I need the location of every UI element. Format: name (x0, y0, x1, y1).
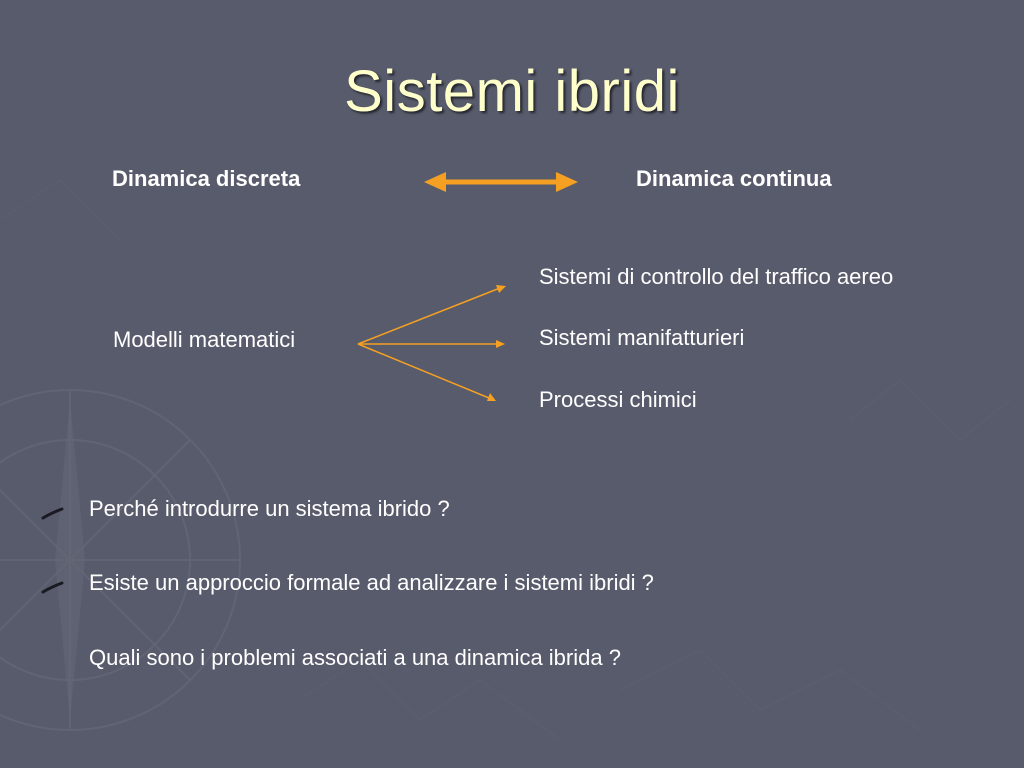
double-headed-arrow-icon (424, 172, 578, 192)
question-item: Quali sono i problemi associati a una di… (0, 645, 800, 675)
question-text: Esiste un approccio formale ad analizzar… (89, 570, 654, 595)
application-item: Processi chimici (539, 387, 697, 412)
application-item: Sistemi di controllo del traffico aereo (539, 264, 894, 289)
pen-stroke-bullet-icon (41, 581, 64, 594)
question-item: Perché introdurre un sistema ibrido ? (0, 496, 800, 526)
discrete-dynamics-label: Dinamica discreta (112, 166, 301, 191)
slide-title: Sistemi ibridi (344, 59, 680, 124)
mathematical-models-label: Modelli matematici (113, 327, 296, 352)
branch-arrow-icon (357, 285, 506, 401)
application-item: Sistemi manifatturieri (539, 325, 745, 350)
question-text: Quali sono i problemi associati a una di… (89, 645, 621, 670)
question-item: Esiste un approccio formale ad analizzar… (0, 570, 800, 600)
question-text: Perché introdurre un sistema ibrido ? (89, 496, 450, 521)
continuous-dynamics-label: Dinamica continua (636, 166, 832, 191)
pen-stroke-bullet-icon (41, 507, 64, 520)
